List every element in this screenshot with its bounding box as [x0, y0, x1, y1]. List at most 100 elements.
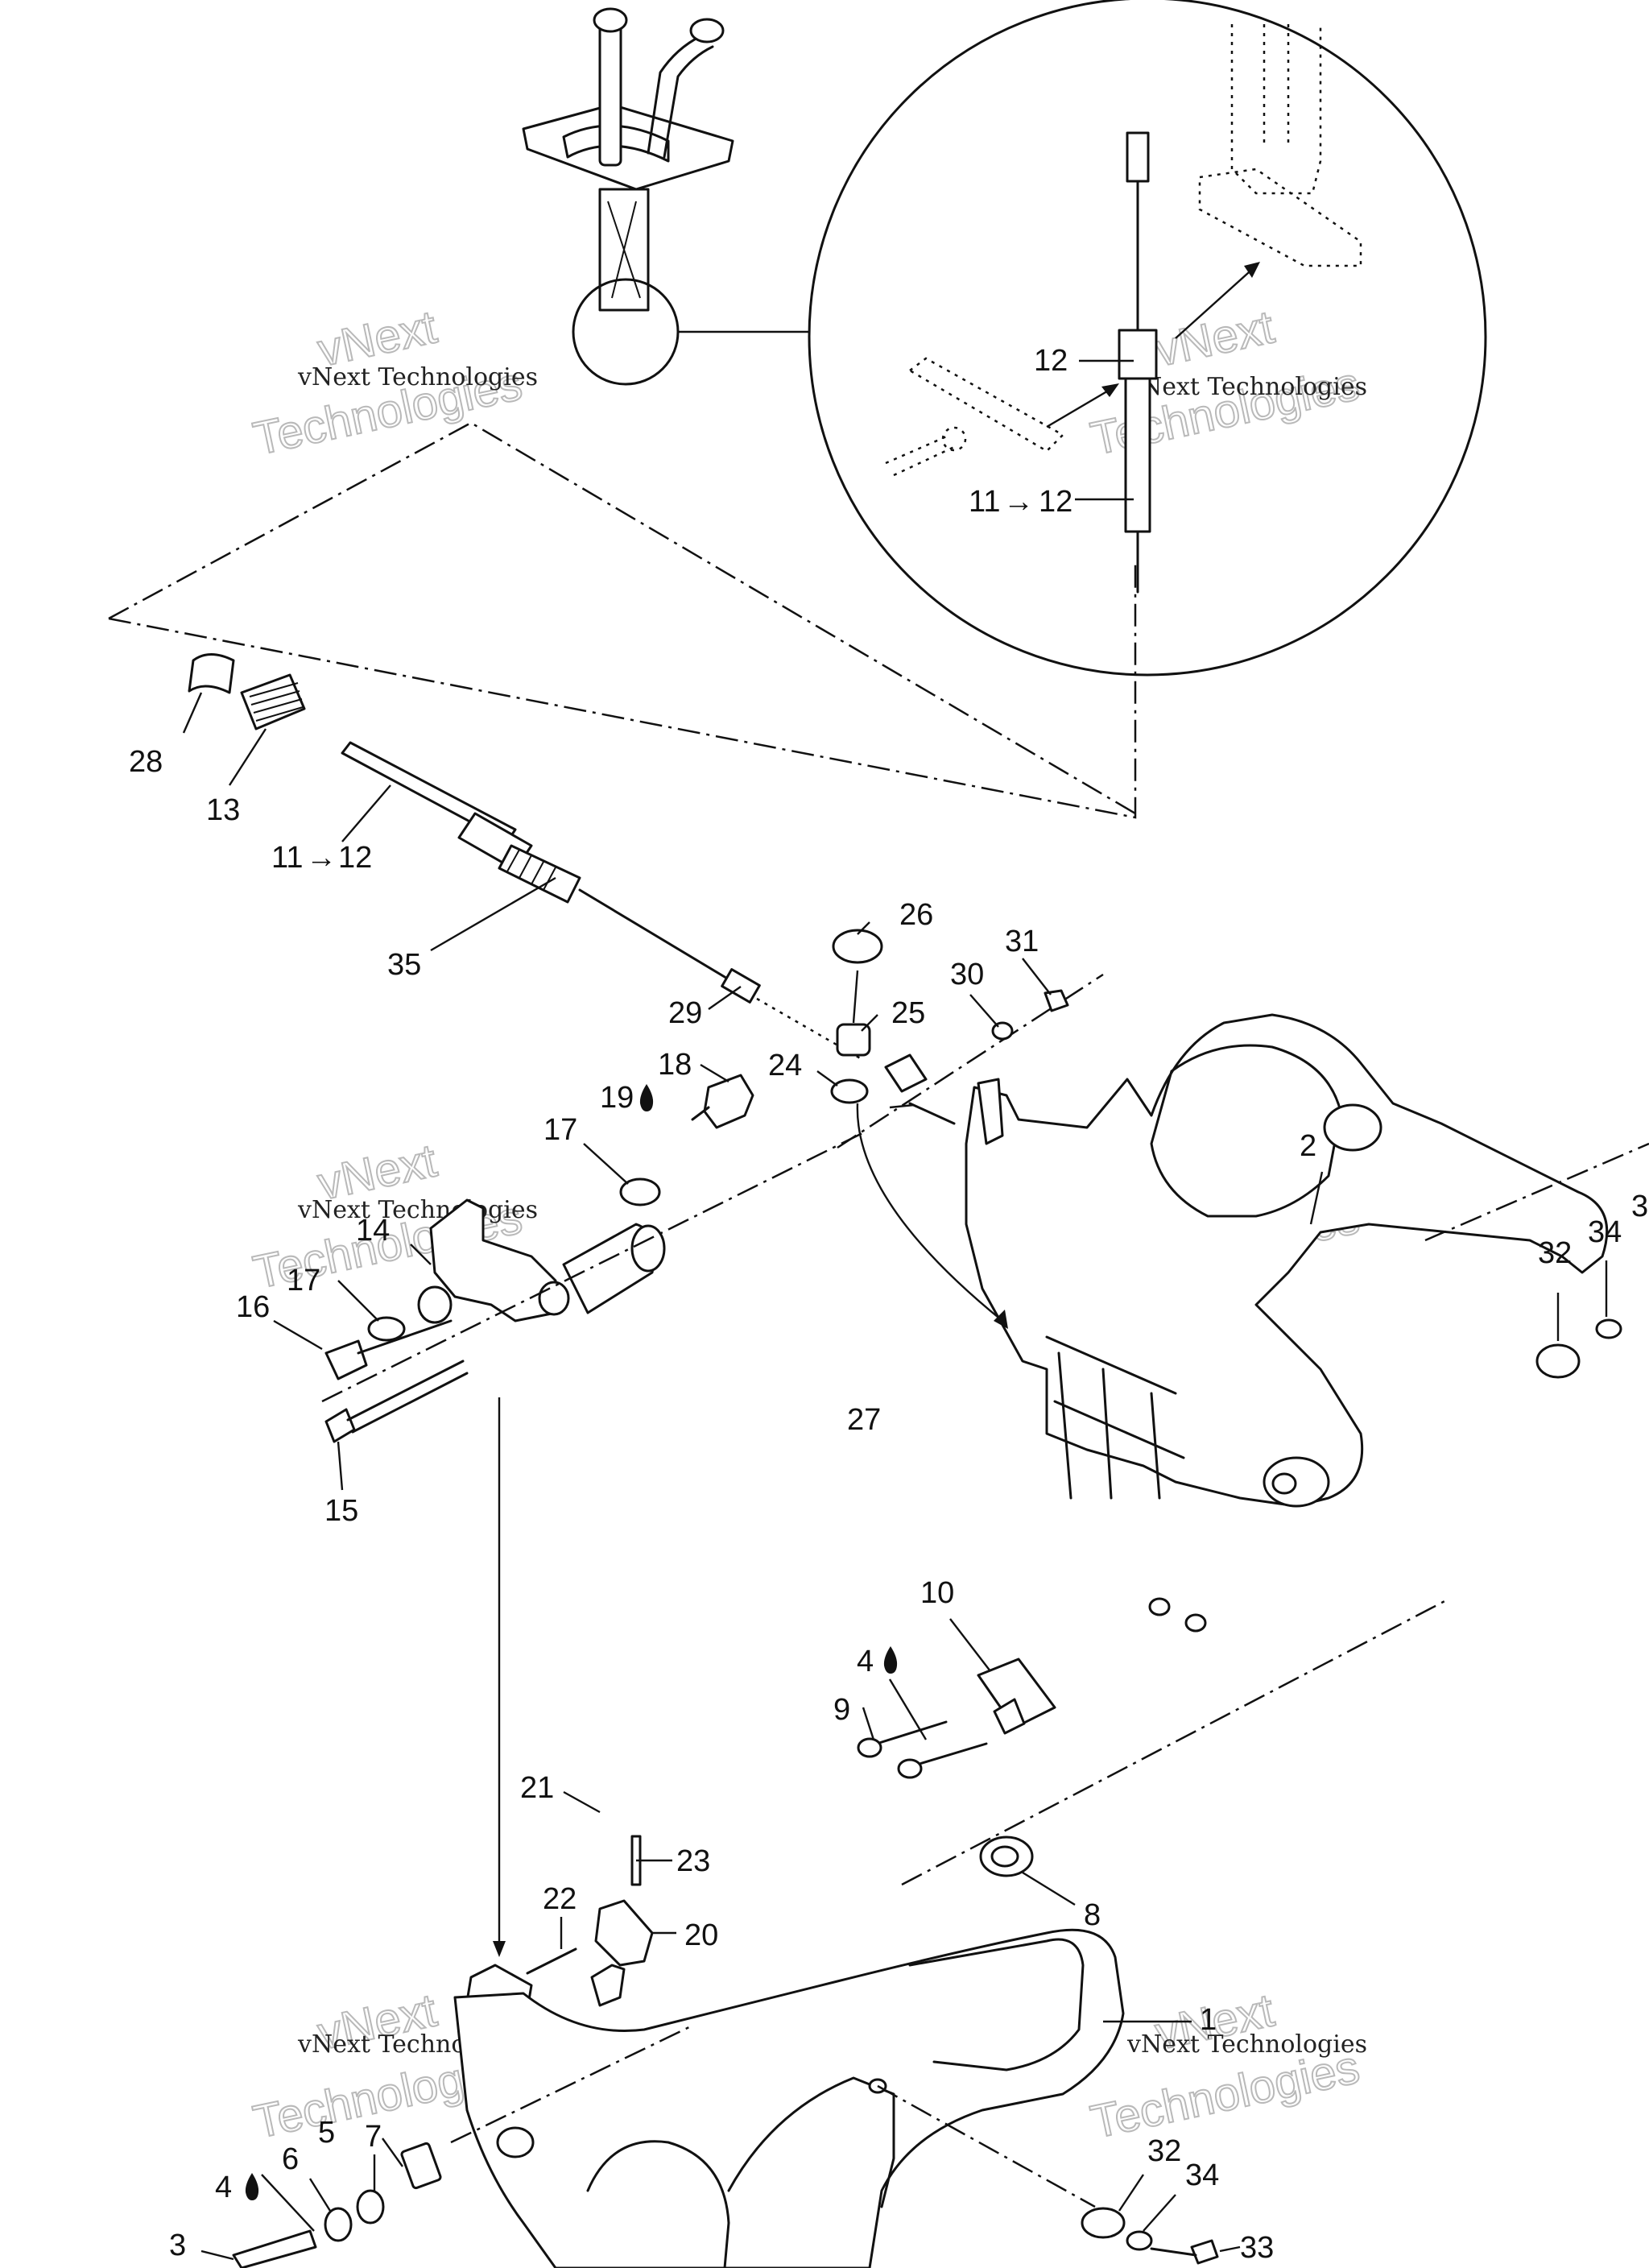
drop-icon: [639, 1084, 654, 1111]
arm-sleeve-end: [630, 1224, 666, 1273]
callout-13: 13: [206, 793, 240, 827]
part-3-bolt: [232, 2229, 317, 2268]
callout-15: 15: [324, 1494, 358, 1528]
leader-14: [410, 1244, 432, 1265]
part-17-bushing-upper: [619, 1177, 661, 1206]
leader-10: [949, 1618, 991, 1672]
part-28-clip: [188, 653, 235, 694]
part-32-grommet-upper: [1535, 1343, 1581, 1379]
callout-7: 7: [365, 2120, 382, 2154]
part-26-cap: [832, 929, 883, 964]
plate-hole: [993, 1698, 1026, 1735]
base-hole: [496, 2126, 535, 2158]
leader-27: [889, 1103, 915, 1109]
lower-assembly: [450, 1835, 1125, 2268]
cable-threaded: [498, 844, 581, 904]
callout-11: 11: [969, 485, 1000, 519]
leader-29: [708, 986, 742, 1010]
callout-32: 32: [1147, 2134, 1181, 2168]
leader-4-upper: [888, 1678, 928, 1740]
drop-icon: [883, 1646, 898, 1674]
leader-2: [1309, 1171, 1324, 1225]
arrow-icon: →: [306, 841, 337, 875]
lever-arm-1: [598, 23, 622, 167]
cable-end-eye: [884, 1053, 928, 1093]
arrow-to-cable: [1046, 385, 1116, 428]
cable-nut-detail: [1118, 329, 1158, 380]
axis-base: [450, 2024, 693, 2144]
callout-1: 1: [1200, 2003, 1217, 2037]
ghost-bracket-base: [1198, 168, 1362, 267]
bracket-tab: [977, 1078, 1004, 1145]
leader-18: [700, 1063, 729, 1083]
cable-assembly: [188, 653, 1104, 1149]
callout-2: 2: [1300, 1129, 1316, 1163]
callout-8: 8: [1084, 1898, 1101, 1932]
callout-32: 32: [1538, 1236, 1572, 1270]
axis-pivot: [837, 973, 1104, 1149]
callout-6: 6: [282, 2142, 299, 2176]
bushing-bore: [990, 1845, 1019, 1868]
arrowhead: [994, 1310, 1008, 1329]
leader-24: [816, 1070, 838, 1086]
part-13-nut: [240, 673, 306, 730]
leader-25: [861, 1014, 878, 1032]
pin-15-shank: [346, 1360, 465, 1422]
bracket-frame-cutout: [1150, 1044, 1342, 1218]
leader-6: [308, 2178, 332, 2212]
lever-knob-2: [689, 18, 725, 43]
bracket-lower-hole: [1271, 1472, 1297, 1495]
leader-16: [273, 1319, 323, 1351]
callout-22: 22: [543, 1882, 577, 1916]
part-33-bolt-shank: [1150, 2247, 1197, 2257]
callout-33: 33: [1240, 2231, 1274, 2265]
axis-bracket-lower: [901, 1597, 1450, 1886]
callout-12: 12: [1039, 485, 1072, 519]
nut-threads: [249, 682, 304, 722]
leader-8: [1022, 1871, 1076, 1906]
callout-24: 24: [768, 1049, 802, 1082]
callout-17: 17: [543, 1113, 577, 1147]
callout-11: 11: [271, 841, 303, 875]
leader-13: [228, 728, 267, 786]
cable-sleeve-detail: [1124, 377, 1151, 533]
callout-35: 35: [387, 948, 421, 982]
lever-quadrant: [562, 124, 670, 163]
watermark-caption: vNext Technologies: [297, 363, 538, 391]
detail-view: [808, 0, 1487, 677]
part-9-screw-head-2: [897, 1758, 923, 1779]
envelope-upper: [108, 421, 1136, 815]
base-cutout-2: [727, 2076, 895, 2208]
cable-clevis-detail: [1126, 131, 1150, 183]
callout-17: 17: [287, 1264, 320, 1297]
ghost-washer: [941, 426, 967, 452]
leader-17-lower: [337, 1280, 379, 1322]
callout-3: 3: [169, 2229, 186, 2262]
axis-base-right: [877, 2084, 1096, 2208]
part-9-screw-shank-2: [918, 1742, 988, 1765]
callout-16: 16: [236, 1290, 270, 1324]
envelope-lower: [108, 564, 1137, 819]
arrow-icon: →: [1003, 485, 1034, 519]
pin-15-shank-edge: [351, 1372, 469, 1434]
leader-26-down: [852, 970, 859, 1024]
bolt-16-shank: [357, 1319, 453, 1355]
base-cutout-1: [586, 2140, 730, 2268]
callout-19: 19: [600, 1081, 634, 1115]
leader-21: [563, 1790, 601, 1814]
bolt-shank: [691, 1106, 710, 1121]
part-9-screw-head: [857, 1737, 882, 1758]
bracket-pocket-2: [1184, 1613, 1207, 1633]
callout-28: 28: [129, 745, 163, 779]
bracket-body: [965, 1013, 1609, 1508]
ghost-bracket: [1230, 24, 1322, 195]
detail-circle-small: [572, 278, 680, 386]
part-2-bracket: [856, 1013, 1649, 1886]
part-15-pin-head: [324, 1408, 356, 1443]
callout-23: 23: [676, 1844, 710, 1878]
callout-30: 30: [950, 958, 984, 991]
part-18-bolt-head: [703, 1074, 754, 1129]
leader-32-lower: [1118, 2174, 1144, 2212]
part-5-washer: [356, 2189, 385, 2225]
